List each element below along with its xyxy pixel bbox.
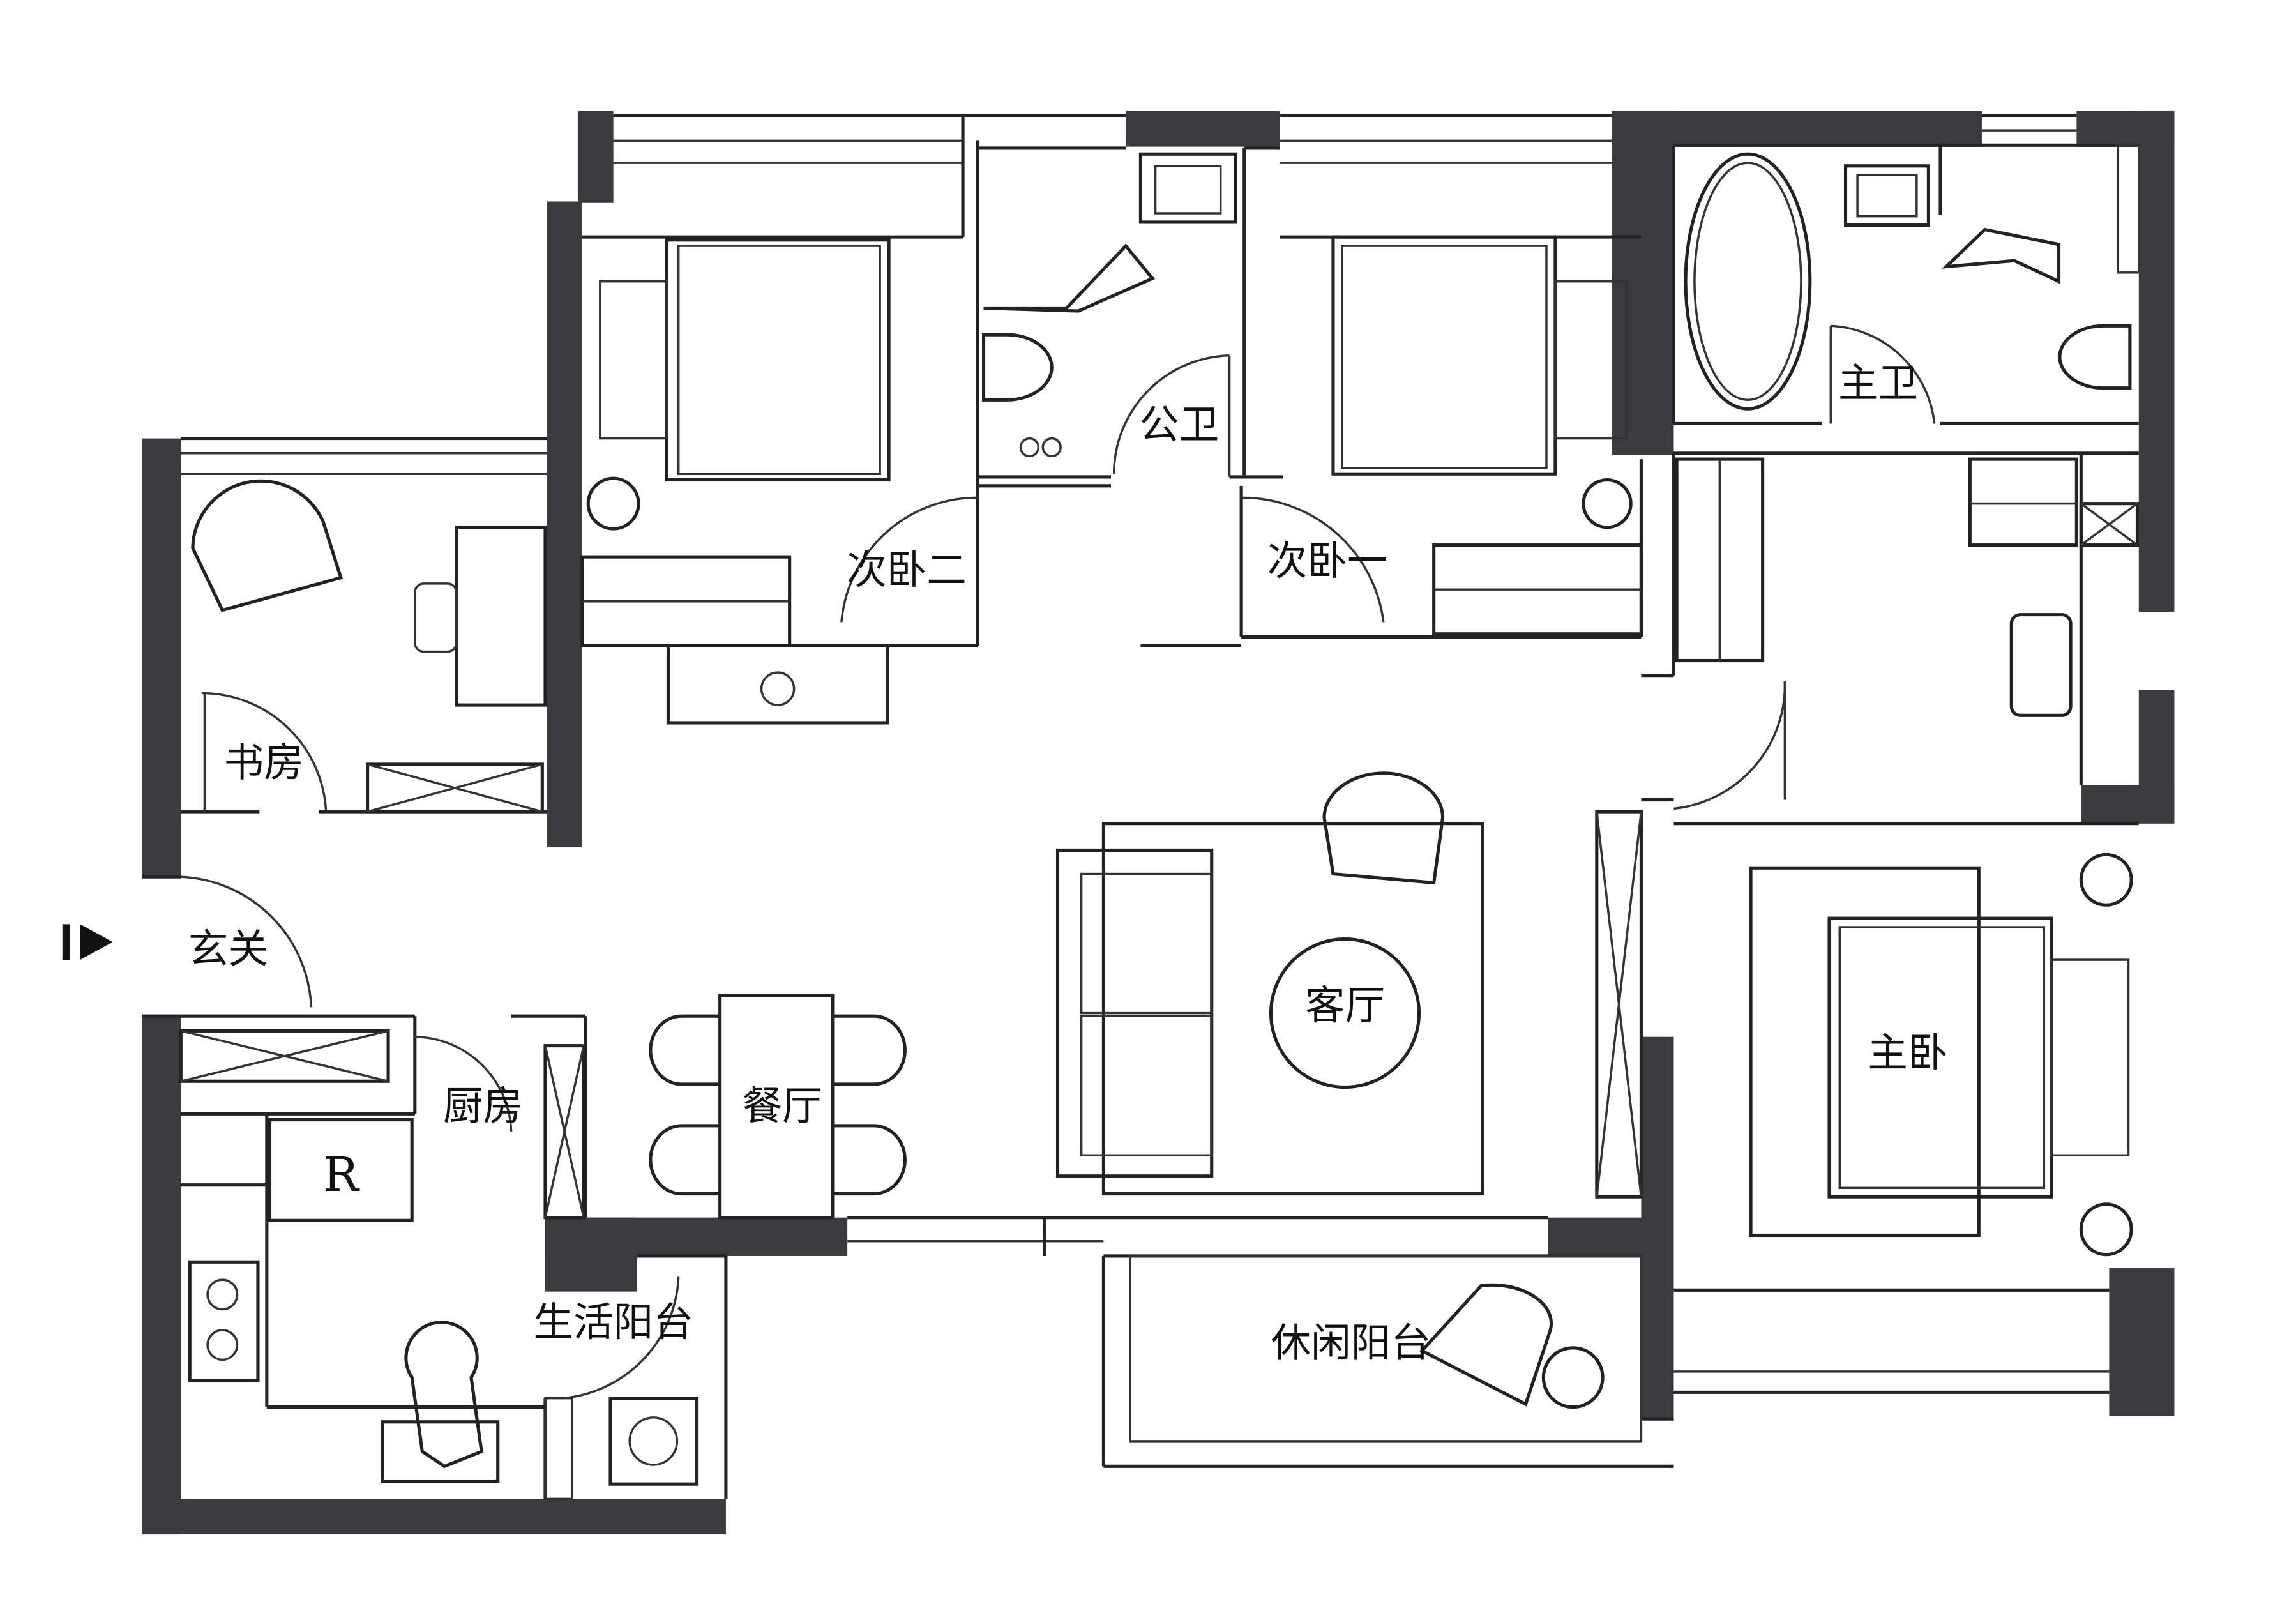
bed	[1331, 235, 1557, 476]
wall	[545, 1217, 637, 1292]
wall	[142, 438, 181, 877]
door-swing	[1831, 324, 1936, 424]
wall	[142, 1499, 726, 1535]
chair	[832, 1014, 907, 1086]
plant-icon	[1582, 478, 1633, 529]
label-living: 客厅	[1305, 982, 1385, 1029]
chair	[649, 1124, 720, 1196]
sink-icon	[1843, 164, 1930, 227]
door-swing	[840, 496, 978, 623]
armchair-icon	[1322, 771, 1445, 885]
wall	[2109, 1268, 2175, 1416]
armchair-icon	[1419, 1283, 1553, 1407]
stove-icon	[188, 1260, 260, 1382]
wall	[2081, 785, 2175, 824]
fridge	[268, 1118, 414, 1222]
cabinet	[179, 1029, 390, 1083]
kitchen-sink	[381, 1420, 500, 1483]
label-study: 书房	[224, 739, 304, 785]
label-service-balcony: 生活阳台	[533, 1299, 693, 1345]
door-swing	[1241, 496, 1385, 623]
entry-arrow-icon	[62, 924, 113, 960]
door-swing	[1112, 354, 1230, 474]
label-public-bath: 公卫	[1139, 402, 1219, 448]
room-labels: 书房 玄关 次卧二 公卫 次卧一 主卫 厨房 餐厅 客厅 主卧 生活阳台 休闲阳…	[188, 360, 1948, 1367]
desk	[455, 526, 547, 707]
wall	[547, 201, 582, 847]
door-swing	[1673, 681, 1786, 810]
fridge-mark: R	[323, 1147, 360, 1202]
wall	[1548, 1217, 1673, 1256]
armchair-icon	[191, 479, 344, 612]
sink-icon	[1138, 152, 1237, 224]
dining-table	[718, 994, 835, 1220]
tall-cabinet	[543, 1044, 585, 1220]
chair	[649, 1014, 720, 1086]
desk	[666, 644, 889, 725]
label-leisure-balcony: 休闲阳台	[1271, 1320, 1431, 1367]
wardrobe	[1968, 457, 2078, 547]
wall	[142, 1016, 181, 1535]
label-second-bedroom-2: 次卧二	[847, 547, 967, 593]
bathtub-icon	[1684, 152, 1812, 411]
ottoman	[2009, 613, 2073, 717]
coffee-table	[1269, 937, 1421, 1089]
furniture	[179, 144, 2140, 1501]
shower	[1942, 227, 2061, 284]
cabinet	[366, 762, 544, 814]
label-second-bedroom-1: 次卧一	[1267, 538, 1387, 584]
doors	[181, 324, 1936, 1400]
label-kitchen: 厨房	[443, 1083, 523, 1130]
wall	[577, 110, 614, 203]
label-dining: 餐厅	[742, 1083, 822, 1130]
plant-icon	[586, 476, 640, 531]
washing-machine-icon	[608, 1397, 699, 1486]
door-swing	[181, 875, 313, 1008]
side-table	[1541, 1346, 1605, 1409]
plant-icon	[2079, 852, 2133, 907]
label-master-bedroom: 主卧	[1868, 1029, 1947, 1076]
door-swing	[563, 1276, 680, 1400]
partitions	[142, 114, 2139, 1499]
rug	[1749, 866, 1981, 1238]
door-swing	[414, 1035, 513, 1132]
rug	[1101, 822, 1484, 1196]
label-foyer: 玄关	[188, 926, 268, 973]
wall	[2138, 110, 2175, 612]
chair	[832, 1124, 907, 1196]
toilet-icon	[981, 333, 1054, 402]
wall	[1126, 110, 1280, 147]
bed	[665, 238, 891, 482]
plant-icon	[2079, 1202, 2133, 1257]
wall	[1612, 110, 1674, 455]
shower	[983, 243, 1156, 313]
toilet-icon	[2058, 324, 2132, 390]
label-master-bath: 主卫	[1838, 360, 1918, 407]
door-swing	[201, 692, 328, 812]
person-icon	[404, 1321, 484, 1469]
walls	[142, 110, 2175, 1535]
